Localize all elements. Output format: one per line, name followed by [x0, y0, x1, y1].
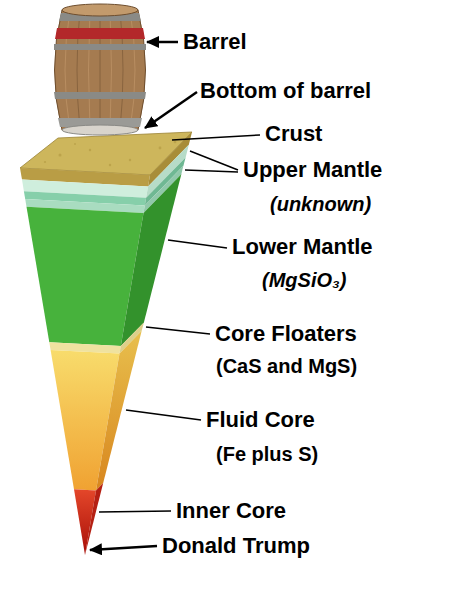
barrel-drawing	[54, 4, 146, 135]
composition-note: (unknown)	[270, 192, 371, 216]
composition-note: (MgSiO₃)	[262, 268, 346, 292]
composition-note: (CaS and MgS)	[216, 354, 357, 378]
part-label: Barrel	[183, 29, 247, 55]
layer-label: Core Floaters	[215, 321, 357, 347]
crust-speckle	[44, 141, 176, 167]
callout-label: Donald Trump	[162, 533, 310, 559]
layer-label: Inner Core	[176, 498, 286, 524]
part-label: Bottom of barrel	[200, 78, 371, 104]
layer-label: Upper Mantle	[243, 157, 382, 183]
layer-label: Lower Mantle	[232, 234, 373, 260]
leader-lines	[90, 42, 260, 550]
composition-note: (Fe plus S)	[216, 442, 318, 466]
lower-mantle-side	[121, 174, 182, 346]
layer-label: Fluid Core	[206, 407, 315, 433]
layer-label: Crust	[265, 121, 322, 147]
inner-core-side	[85, 483, 103, 555]
